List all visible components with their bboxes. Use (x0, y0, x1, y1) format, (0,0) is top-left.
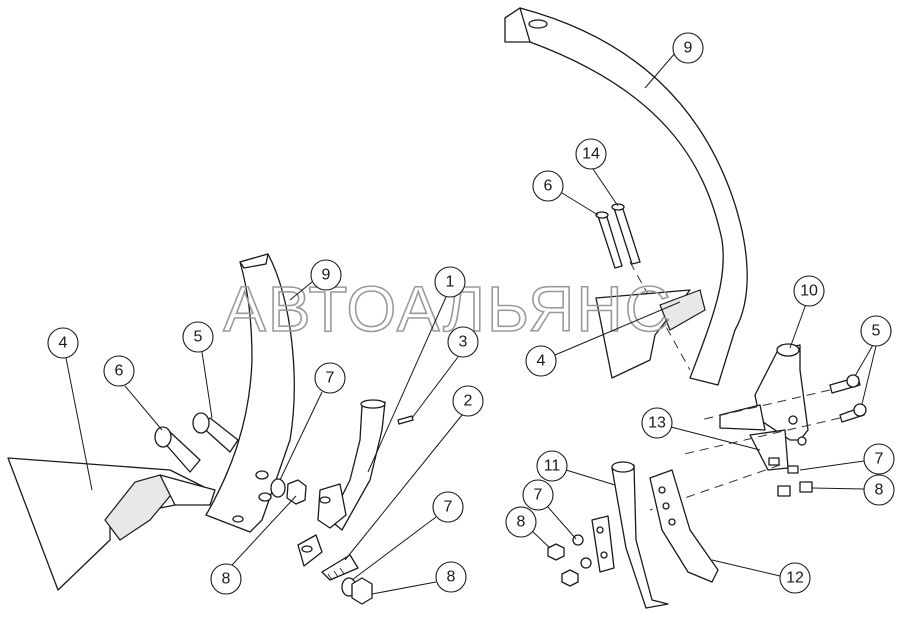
svg-text:9: 9 (684, 40, 693, 57)
nuts-washers-right (547, 534, 592, 587)
washers-right (768, 457, 813, 497)
callout-left-9: 9 (289, 259, 342, 301)
svg-text:2: 2 (464, 393, 473, 410)
shank-part-right (504, 7, 748, 386)
callout-left-7b: 7 (351, 491, 464, 581)
callout-left-2: 2 (344, 385, 484, 561)
svg-text:7: 7 (534, 487, 543, 504)
bolts-6-14-right (595, 203, 691, 371)
svg-text:9: 9 (322, 267, 331, 284)
svg-text:7: 7 (444, 499, 453, 516)
svg-text:7: 7 (875, 451, 884, 468)
tine-part-1 (317, 399, 386, 531)
plate-part-2 (321, 554, 359, 581)
callout-left-7: 7 (279, 362, 346, 481)
clamp-plate-right (591, 515, 615, 573)
callout-right-5: 5 (854, 315, 892, 405)
callout-right-7: 7 (799, 443, 895, 475)
shank-part-left (205, 253, 295, 533)
svg-text:13: 13 (648, 415, 666, 432)
svg-text:8: 8 (222, 571, 231, 588)
callout-left-3: 3 (411, 326, 479, 419)
share-part-right (595, 289, 706, 379)
callout-right-14: 14 (575, 138, 619, 207)
callout-right-9: 9 (644, 32, 704, 89)
svg-text:12: 12 (786, 570, 804, 587)
callout-left-6: 6 (103, 355, 163, 431)
svg-text:8: 8 (447, 569, 456, 586)
share-part-left (7, 457, 216, 591)
svg-text:7: 7 (326, 370, 335, 387)
callout-left-5: 5 (182, 321, 214, 419)
svg-text:10: 10 (800, 283, 818, 300)
washer-nut-left-bottom (341, 577, 373, 605)
tube-part-11 (611, 461, 669, 609)
svg-text:14: 14 (582, 146, 600, 163)
callout-right-4: 4 (525, 301, 681, 377)
callout-right-10: 10 (789, 275, 825, 349)
svg-text:1: 1 (446, 274, 455, 291)
bolts-5-right (649, 374, 867, 511)
callout-right-6: 6 (532, 170, 599, 216)
callout-right-12: 12 (711, 559, 811, 594)
bracket-part-left (297, 534, 323, 567)
holder-part-10 (719, 343, 809, 446)
svg-text:6: 6 (115, 363, 124, 380)
callout-right-8b: 8 (505, 506, 551, 549)
svg-text:8: 8 (875, 482, 884, 499)
svg-text:6: 6 (544, 178, 553, 195)
callout-right-13: 13 (641, 407, 761, 451)
callout-right-8: 8 (811, 474, 895, 506)
svg-text:11: 11 (544, 458, 561, 475)
pin-part-3 (397, 415, 414, 425)
svg-text:3: 3 (459, 334, 468, 351)
callout-right-7b: 7 (522, 479, 577, 540)
bolts-5-6-left (154, 412, 239, 473)
callout-right-11: 11 (536, 450, 616, 486)
svg-text:5: 5 (194, 329, 203, 346)
svg-text:5: 5 (872, 323, 881, 340)
svg-text:8: 8 (517, 514, 526, 531)
svg-text:4: 4 (537, 353, 546, 370)
callout-left-4: 4 (47, 327, 93, 491)
svg-text:4: 4 (59, 335, 68, 352)
blade-part-12 (649, 469, 719, 583)
callout-left-1: 1 (367, 266, 466, 473)
washer-nut-left (270, 478, 307, 505)
callout-left-8b: 8 (371, 561, 467, 595)
callout-left-8: 8 (210, 495, 297, 595)
